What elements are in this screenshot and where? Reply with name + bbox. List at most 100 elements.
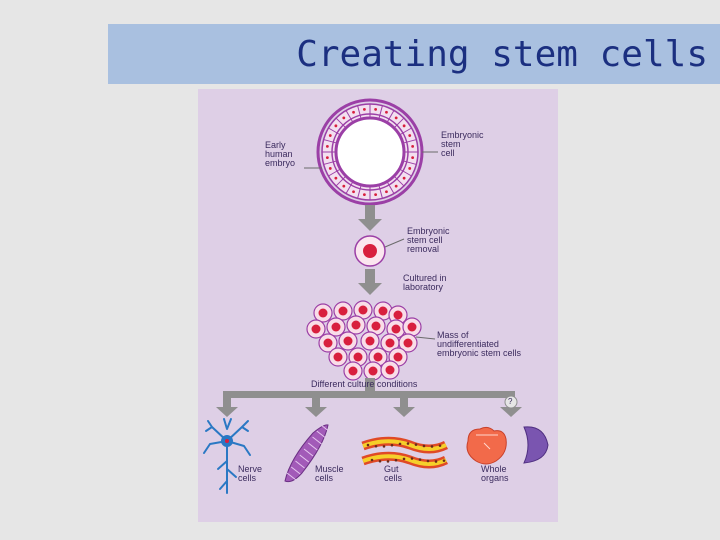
undifferentiated-cell bbox=[343, 361, 363, 381]
embryo-cell-wall bbox=[328, 127, 341, 136]
arrow-down-1 bbox=[358, 205, 382, 231]
embryo-cell-wall bbox=[345, 181, 354, 194]
undifferentiated-cell bbox=[366, 316, 386, 336]
gut-nucleus bbox=[378, 459, 382, 463]
undifferentiated-cell bbox=[333, 301, 353, 321]
embryo-cell-nucleus bbox=[394, 184, 398, 188]
embryo-cell-wall bbox=[323, 160, 338, 165]
embryo-cell-nucleus bbox=[362, 193, 366, 197]
gut-nucleus bbox=[434, 460, 438, 463]
embryo-cell-nucleus bbox=[402, 176, 406, 180]
embryonic-stem-cell-label: Embryonic stem cell bbox=[441, 130, 484, 158]
undifferentiated-cell bbox=[346, 315, 366, 335]
gut-nucleus bbox=[390, 443, 394, 447]
cell-nucleus bbox=[407, 322, 417, 332]
early-embryo bbox=[316, 98, 424, 206]
embryo-cell-nucleus bbox=[374, 193, 378, 197]
embryo-cell-wall bbox=[335, 117, 347, 129]
gut-nucleus bbox=[414, 443, 418, 446]
embryo-cell-wall bbox=[378, 105, 383, 120]
gut-cell-nuclei bbox=[366, 442, 446, 463]
undifferentiated-cell bbox=[363, 361, 383, 381]
question-badge bbox=[504, 395, 518, 409]
embryo-cell-nucleus bbox=[328, 167, 332, 170]
muscle-striations bbox=[286, 424, 331, 481]
mass-label: Mass of undifferentiated embryonic stem … bbox=[437, 330, 522, 358]
cell-nucleus bbox=[331, 322, 341, 332]
mass-pointer bbox=[415, 336, 436, 340]
embryo-cell-nucleus bbox=[352, 190, 355, 194]
removed-stem-cell bbox=[354, 235, 386, 267]
embryo-cell-nucleus bbox=[334, 124, 338, 128]
gut-nucleus bbox=[442, 459, 446, 462]
gut-nucleus bbox=[374, 444, 378, 448]
embryo-cell-wall bbox=[399, 127, 412, 136]
cell-nucleus bbox=[403, 338, 413, 348]
gut-nucleus bbox=[394, 458, 398, 462]
undifferentiated-cell bbox=[328, 347, 348, 367]
muscle-striation bbox=[303, 448, 314, 457]
gut-nucleus bbox=[418, 458, 422, 461]
muscle-striation bbox=[312, 436, 322, 445]
cell-nucleus bbox=[393, 310, 403, 320]
undifferentiated-cell bbox=[398, 333, 418, 353]
embryo-cell-nucleus bbox=[362, 107, 366, 111]
embryo-cell-nucleus bbox=[408, 134, 412, 137]
cell-nucleus bbox=[323, 338, 333, 348]
undifferentiated-cell bbox=[318, 333, 338, 353]
muscle-striation bbox=[295, 460, 305, 469]
undifferentiated-cell bbox=[338, 331, 358, 351]
nerve-cell bbox=[203, 418, 251, 494]
embryo-cell-wall bbox=[402, 139, 417, 144]
gut-nucleus bbox=[426, 459, 430, 463]
cell-nucleus bbox=[393, 352, 403, 362]
cell-nucleus bbox=[368, 366, 378, 376]
embryo-cell-nucleus bbox=[342, 116, 346, 120]
gut-nucleus bbox=[422, 444, 426, 448]
cell-nucleus bbox=[343, 336, 353, 346]
embryo-cell-nucleus bbox=[411, 144, 415, 148]
muscle-striation bbox=[299, 454, 310, 463]
embryo-cell-walls bbox=[322, 104, 418, 200]
embryo-cell-nucleus bbox=[385, 110, 388, 114]
cell-nucleus bbox=[365, 336, 375, 346]
whole-organs bbox=[466, 426, 549, 465]
embryo-cell-wall bbox=[399, 168, 412, 177]
muscle-striation bbox=[290, 466, 301, 475]
undifferentiated-cell bbox=[386, 319, 406, 339]
cell-mass bbox=[306, 300, 422, 381]
embryo-cell-nucleus bbox=[394, 116, 398, 120]
undifferentiated-cell bbox=[360, 331, 380, 351]
cell-nucleus bbox=[373, 352, 383, 362]
embryo-cell-wall bbox=[386, 181, 395, 194]
embryo-cell-nucleus bbox=[352, 110, 355, 114]
question-mark-label: ? bbox=[508, 397, 513, 406]
cell-nucleus bbox=[311, 324, 321, 334]
undifferentiated-cell bbox=[388, 305, 408, 325]
slide-title: Creating stem cells bbox=[296, 34, 708, 75]
embryo-cell-nucleus bbox=[334, 176, 338, 180]
whole-organs-label: Whole organs bbox=[481, 464, 509, 483]
gut-nucleus bbox=[386, 460, 390, 463]
cell-nucleus bbox=[338, 306, 348, 316]
cell-nucleus bbox=[353, 352, 363, 362]
diagram-graphics bbox=[203, 98, 549, 494]
cell-nucleus bbox=[348, 366, 358, 376]
muscle-striation bbox=[307, 442, 318, 451]
stem-cell-diagram: Early human embryo Embryonic stem cell E… bbox=[198, 89, 558, 522]
early-embryo-label: Early human embryo bbox=[265, 140, 296, 168]
embryo-cell-wall bbox=[386, 110, 395, 123]
embryo-cell-wall bbox=[335, 175, 347, 187]
embryo-cell-nucleus bbox=[408, 167, 412, 170]
cell-nucleus bbox=[318, 308, 328, 318]
arrow-down-2 bbox=[358, 269, 382, 295]
muscle-striation bbox=[320, 424, 331, 433]
gut-nucleus bbox=[406, 442, 410, 445]
gut-nucleus bbox=[366, 443, 370, 447]
embryo-cell-wall bbox=[357, 184, 362, 199]
embryo-cell-nucleus bbox=[325, 156, 329, 160]
gut-nucleus bbox=[398, 442, 402, 446]
embryo-cell-dots bbox=[325, 107, 415, 197]
muscle-striation bbox=[286, 472, 297, 481]
muscle-cell bbox=[284, 424, 331, 483]
